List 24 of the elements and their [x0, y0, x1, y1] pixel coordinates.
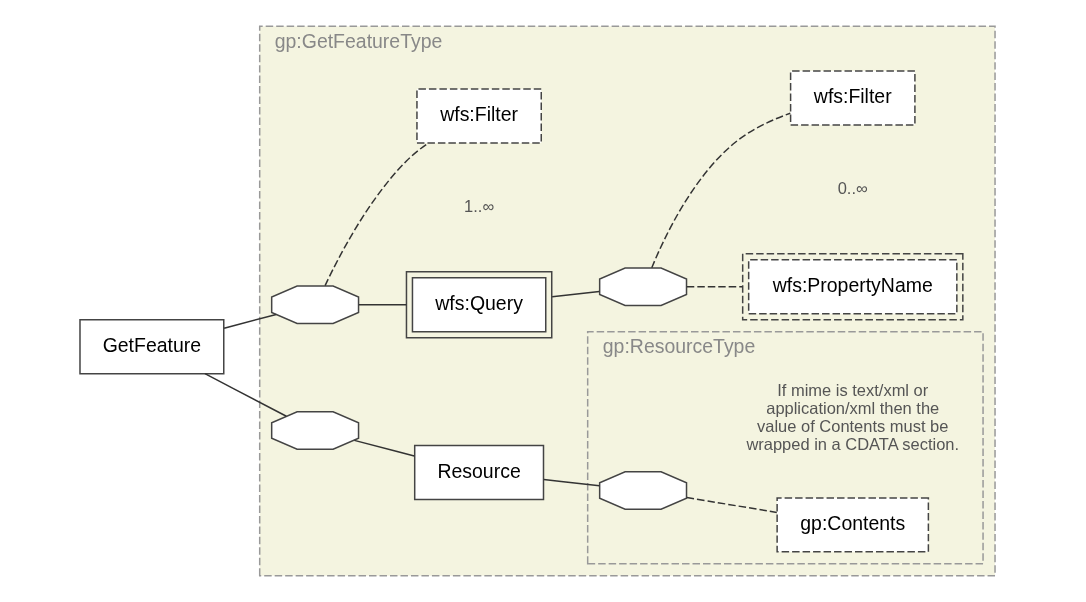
node-box: gp:Contents [775, 497, 929, 553]
node-octagon [270, 411, 359, 450]
node-box: GetFeature [78, 318, 224, 375]
node-box: wfs:Filter [789, 70, 916, 126]
connector [542, 478, 600, 487]
node-box: Resource [413, 444, 544, 501]
connector [685, 496, 778, 514]
connector [685, 286, 743, 288]
connector [650, 112, 791, 269]
connector [357, 304, 407, 306]
node-box: wfs:Query [405, 271, 552, 339]
node-label: 0..∞ [837, 178, 868, 197]
node-octagon [598, 471, 687, 510]
node-box: wfs:Filter [415, 88, 542, 144]
node-octagon [270, 285, 359, 325]
connector [353, 439, 415, 457]
connector [203, 372, 287, 418]
node-label: If mime is text/xml or application/xml then the value of Contents must be wrapped in a CDATA section. [745, 380, 959, 453]
node-box: wfs:PropertyName [741, 253, 964, 321]
connector [323, 142, 429, 287]
connector [222, 313, 277, 329]
node-label: 1..∞ [463, 196, 494, 215]
node-octagon [598, 267, 687, 307]
connector [550, 290, 600, 298]
